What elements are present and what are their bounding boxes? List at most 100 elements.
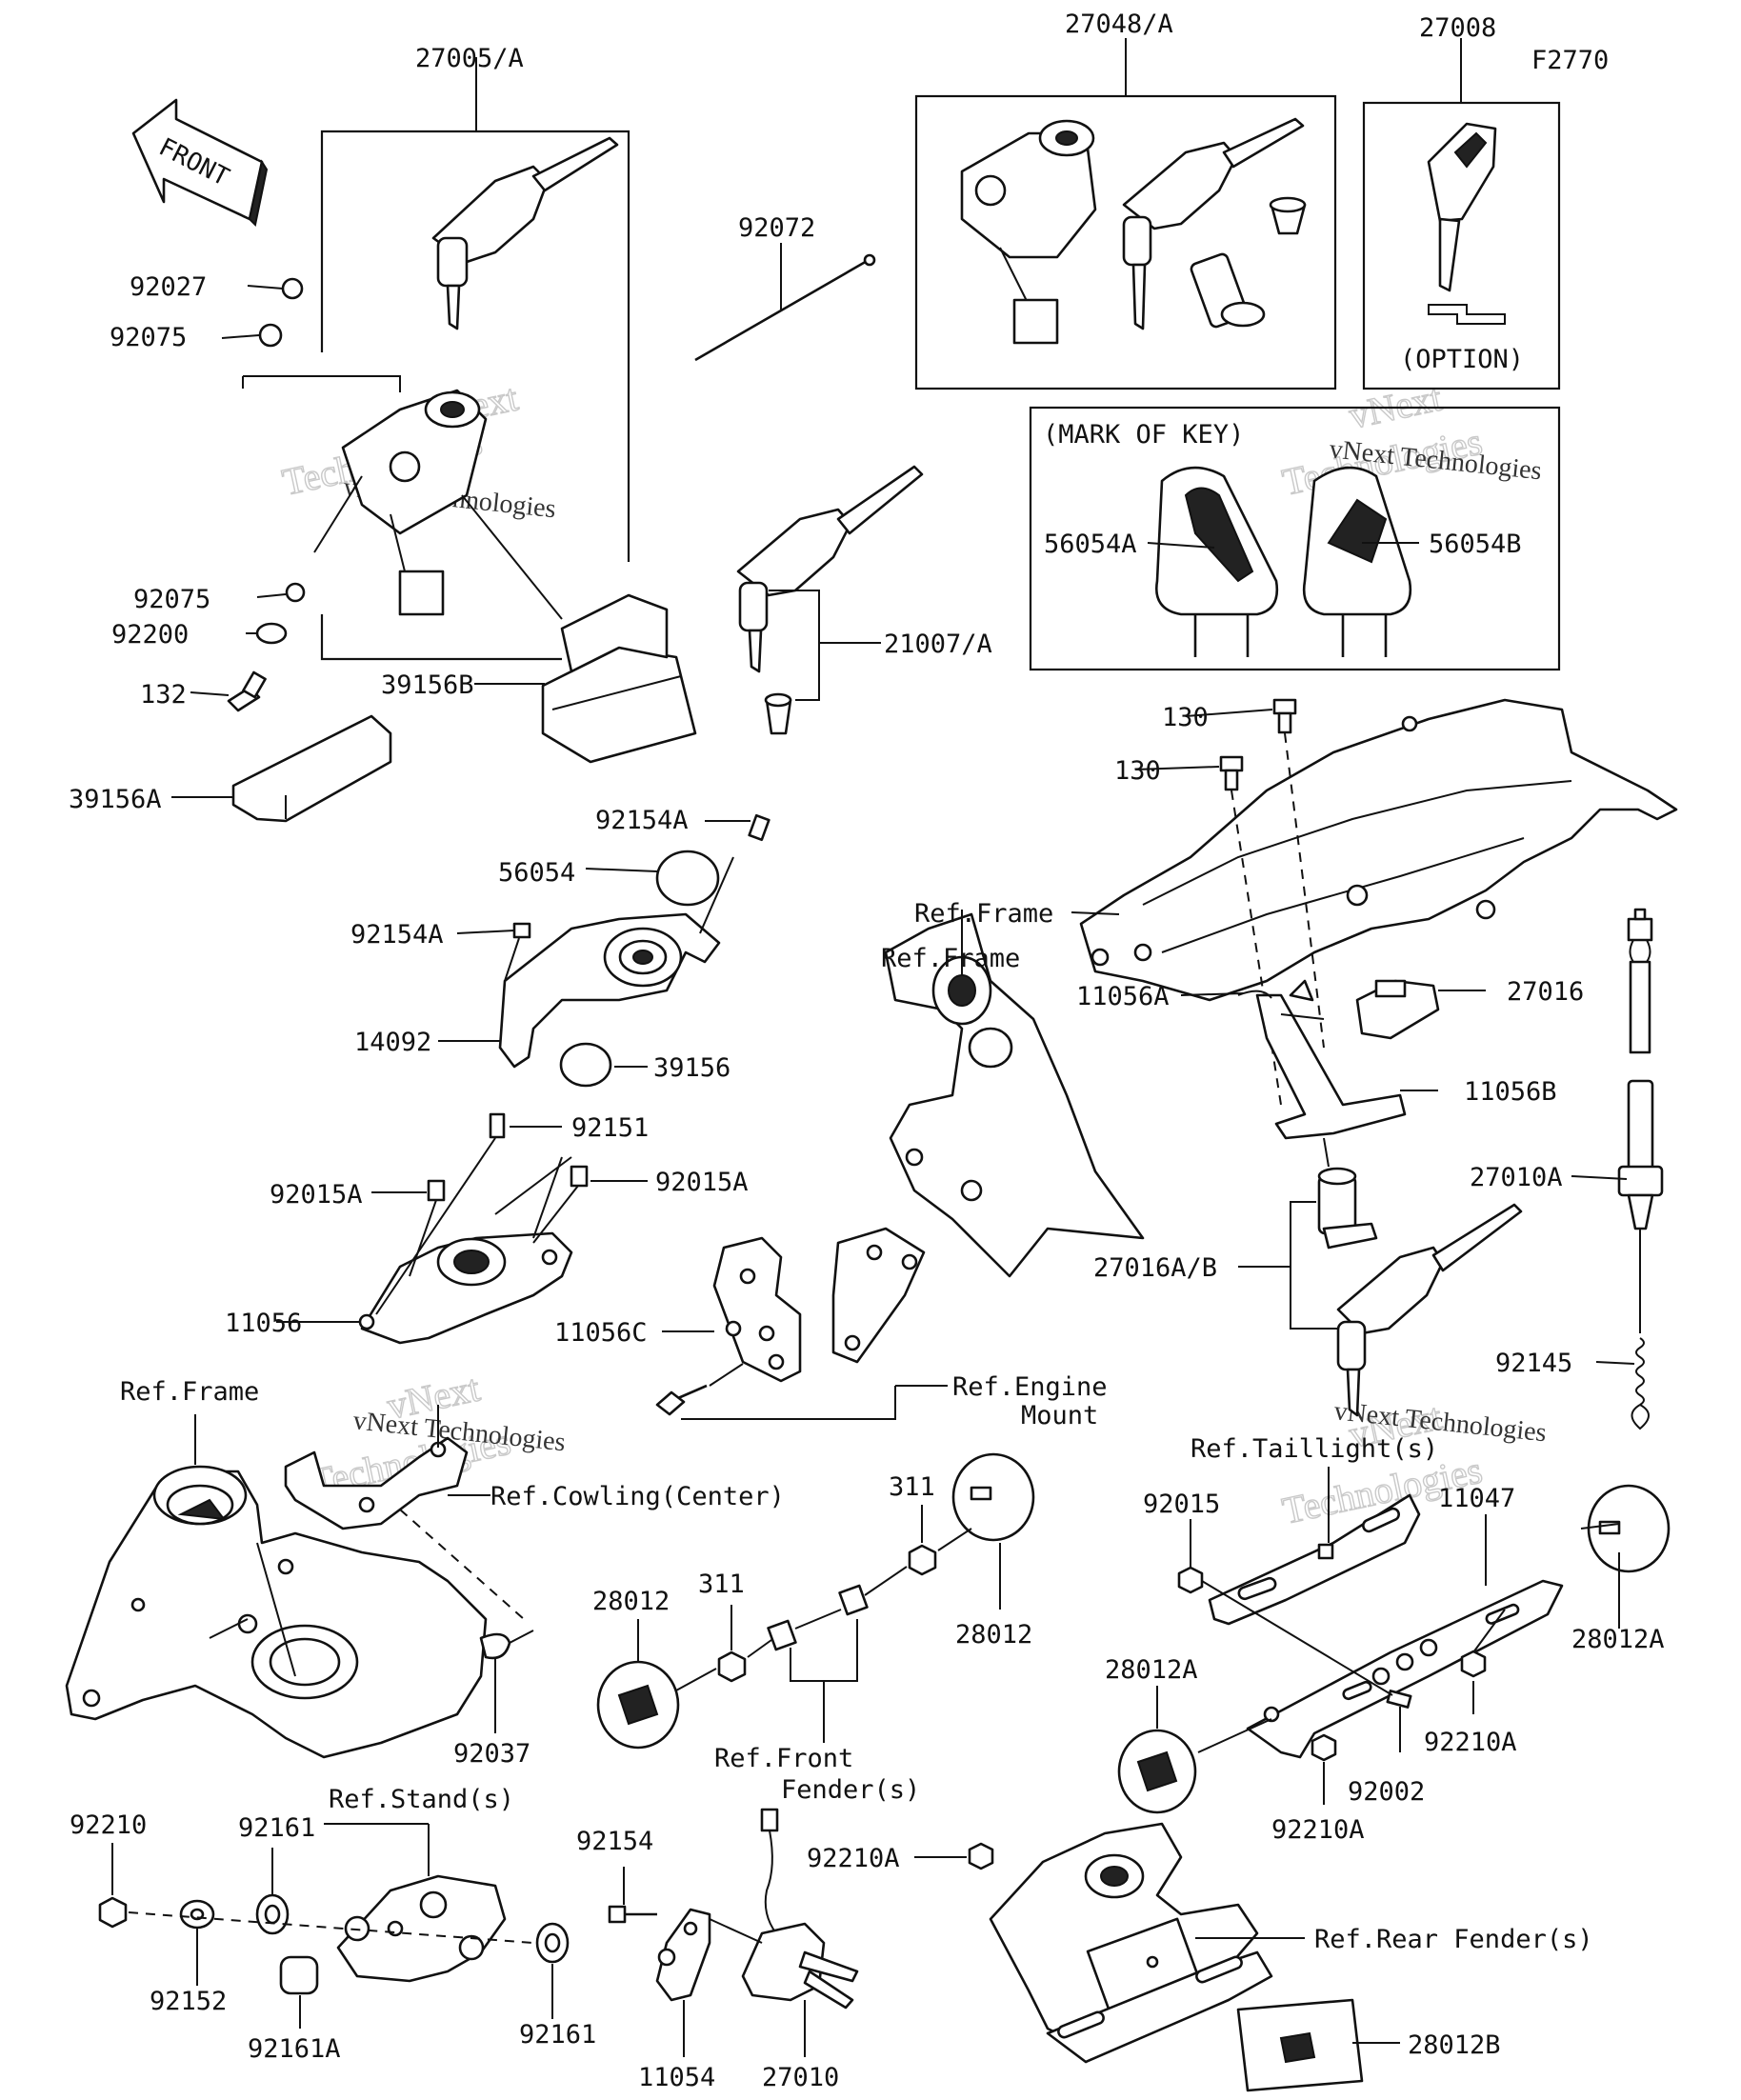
watermark-text: vNext — [1346, 375, 1446, 436]
nut-icon — [1177, 1566, 1204, 1594]
switch-27010A-icon — [1617, 908, 1664, 1230]
bolt-icon — [227, 670, 267, 712]
part-label-92161: 92161 — [519, 2020, 596, 2050]
box-27008 — [1362, 38, 1561, 390]
part-label-92154A: 92154A — [595, 806, 689, 835]
part-label-28012A: 28012A — [1571, 1625, 1665, 1654]
ignition-switch-icon — [341, 389, 488, 616]
ref-label-frame: Ref.Frame — [881, 944, 1020, 973]
bushing-92161-icon — [255, 1893, 290, 1935]
part-label-92210A: 92210A — [1271, 1815, 1365, 1845]
part-label-92161: 92161 — [238, 1813, 315, 1843]
ref-label-engine-mount: Ref.Engine — [952, 1372, 1108, 1402]
part-label-92210A: 92210A — [1424, 1728, 1517, 1757]
part-label-27016: 27016 — [1507, 977, 1584, 1007]
nut-icon — [1460, 1650, 1487, 1678]
part-label-56054B: 56054B — [1429, 530, 1522, 559]
part-label-92154: 92154 — [576, 1827, 653, 1856]
part-label-27010A: 27010A — [1470, 1163, 1563, 1192]
part-label-92075: 92075 — [133, 585, 210, 614]
plate-11054-icon — [655, 1908, 711, 2002]
bolt-icon — [512, 922, 531, 939]
part-label-92075: 92075 — [110, 323, 187, 352]
key-icon — [736, 465, 924, 735]
nut-311-icon — [717, 1650, 747, 1683]
part-label-311: 311 — [889, 1472, 935, 1502]
part-label-92145: 92145 — [1495, 1349, 1572, 1378]
stand-bracket-icon — [336, 1874, 507, 1983]
ref-label-front-fender: Ref.Front — [714, 1744, 853, 1773]
key-icon — [1427, 122, 1506, 325]
part-label-92152: 92152 — [150, 1987, 227, 2016]
part-label-92002: 92002 — [1348, 1777, 1425, 1807]
part-label-11056B: 11056B — [1464, 1077, 1557, 1107]
bushing-92161-icon — [535, 1922, 570, 1964]
rear-frame-icon — [1079, 698, 1678, 1002]
front-arrow-icon: FRONT — [131, 98, 269, 228]
key-head-56054A-icon — [1154, 466, 1279, 657]
bolt-icon — [655, 1384, 708, 1416]
lock-cylinder-icon — [1190, 252, 1266, 329]
rear-fender-icon — [989, 1822, 1273, 2064]
part-label-92027: 92027 — [130, 272, 207, 302]
box-27005A — [320, 57, 630, 661]
part-label-27010: 27010 — [762, 2063, 839, 2092]
key-icon — [1122, 117, 1305, 330]
collar-icon — [767, 1619, 797, 1651]
spring-icon — [1631, 1337, 1650, 1430]
ref-label-taillight: Ref.Taillight(s) — [1191, 1434, 1438, 1464]
part-label-27005A: 27005/A — [415, 44, 524, 73]
side-stand-switch-icon — [741, 1808, 859, 2010]
bolt-icon — [1219, 755, 1244, 791]
key-icon — [431, 136, 619, 330]
part-label-92210A: 92210A — [807, 1844, 900, 1873]
figure-code: F2770 — [1531, 46, 1609, 75]
frame-section-icon — [884, 912, 1145, 1278]
part-label-28012B: 28012B — [1408, 2030, 1501, 2060]
bracket-11056B-icon — [1255, 979, 1407, 1140]
bolt-icon — [489, 1112, 506, 1139]
part-label-11056: 11056 — [225, 1309, 302, 1338]
part-label-92151: 92151 — [571, 1113, 649, 1143]
ref-label-rear-fender: Ref.Rear Fender(s) — [1314, 1925, 1593, 1954]
part-label-21007A: 21007/A — [884, 630, 992, 659]
bolt-icon — [1386, 1690, 1412, 1709]
seal-ring-icon — [655, 850, 720, 907]
part-label-130: 130 — [1114, 756, 1161, 786]
part-label-11056C: 11056C — [554, 1318, 648, 1348]
part-label-56054: 56054 — [498, 858, 575, 888]
part-label-132: 132 — [140, 680, 187, 710]
collar-92152-icon — [179, 1899, 215, 1930]
part-label-14092: 14092 — [354, 1028, 431, 1057]
part-label-28012: 28012 — [955, 1620, 1032, 1650]
part-label-39156A: 39156A — [69, 785, 162, 814]
part-label-28012: 28012 — [592, 1587, 670, 1616]
bracket-11056-icon — [358, 1231, 573, 1345]
ref-label-front-fender: Fender(s) — [781, 1775, 920, 1805]
grommet-28012-icon — [951, 1452, 1035, 1542]
plug-92161A-icon — [279, 1955, 319, 1995]
key-head-56054B-icon — [1302, 466, 1412, 657]
rubber-39156B-icon — [541, 593, 697, 764]
part-label-27008: 27008 — [1419, 13, 1496, 43]
part-label-92161A: 92161A — [248, 2034, 341, 2064]
bolt-icon — [1272, 698, 1297, 734]
part-label-11047: 11047 — [1438, 1484, 1515, 1513]
bolt-icon — [748, 813, 770, 842]
part-label-27016AB: 27016A/B — [1093, 1253, 1217, 1283]
option-label: (OPTION) — [1400, 345, 1524, 374]
relay-27016-icon — [1355, 979, 1440, 1040]
lock-cylinder-icon — [1317, 1167, 1378, 1250]
nut-311-icon — [908, 1544, 937, 1576]
part-label-92210: 92210 — [70, 1810, 147, 1840]
part-label-92037: 92037 — [453, 1739, 530, 1769]
washer-icon — [281, 277, 304, 300]
nut-icon — [968, 1842, 994, 1870]
part-label-11054: 11054 — [638, 2063, 715, 2092]
part-label-27048A: 27048/A — [1065, 10, 1173, 39]
part-label-92015A: 92015A — [655, 1168, 749, 1197]
bracket-11047-icon — [1246, 1579, 1564, 1759]
part-label-92015A: 92015A — [270, 1180, 363, 1210]
cable-tie-icon — [694, 253, 876, 362]
